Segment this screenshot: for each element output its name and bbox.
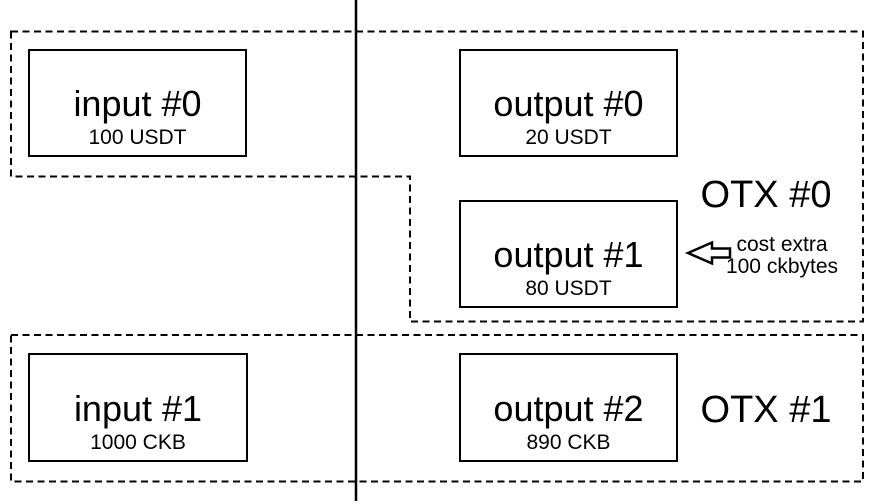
- otx1-group-dashed-border: [10, 334, 864, 483]
- annotation-line-2: 100 ckbytes: [725, 255, 839, 278]
- output-0-box: output #0 20 USDT: [459, 49, 678, 157]
- output-2-box: output #2 890 CKB: [459, 353, 678, 462]
- otx-1-label: OTX #1: [700, 389, 832, 431]
- input-0-box: input #0 100 USDT: [28, 49, 247, 157]
- otx0-group-dashed-border: [10, 30, 864, 323]
- box-amount: 80 USDT: [525, 277, 612, 300]
- left-block-arrow-icon: [684, 240, 732, 266]
- box-title: output #1: [493, 234, 644, 275]
- box-amount: 20 USDT: [525, 126, 612, 149]
- input-1-box: input #1 1000 CKB: [28, 353, 248, 462]
- box-title: input #0: [73, 83, 202, 124]
- box-title: output #2: [493, 387, 644, 429]
- cost-extra-annotation: cost extra 100 ckbytes: [724, 234, 840, 278]
- output-1-box: output #1 80 USDT: [459, 200, 678, 308]
- box-amount: 1000 CKB: [90, 430, 186, 454]
- otx-0-label: OTX #0: [700, 174, 832, 216]
- annotation-line-1: cost extra: [736, 233, 828, 256]
- box-title: output #0: [493, 83, 644, 124]
- box-title: input #1: [73, 387, 203, 429]
- box-amount: 890 CKB: [526, 430, 611, 454]
- box-amount: 100 USDT: [88, 126, 187, 149]
